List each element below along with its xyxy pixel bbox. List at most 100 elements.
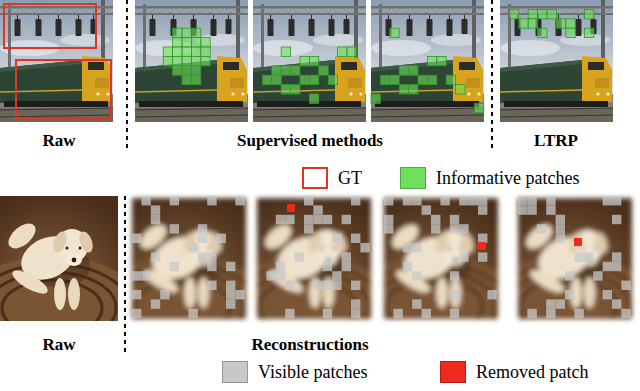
informative-patch [173, 66, 182, 75]
visible-patch [603, 290, 612, 299]
informative-patch [182, 47, 191, 56]
visible-patch [612, 215, 621, 224]
informative-patch [309, 94, 318, 103]
informative-patch [191, 56, 200, 65]
informative-patch [309, 56, 318, 65]
visible-patch [412, 271, 421, 280]
informative-patch [309, 75, 318, 84]
informative-patch [418, 75, 427, 84]
visible-patch [207, 252, 216, 261]
informative-patch [173, 38, 182, 47]
informative-patch [281, 66, 290, 75]
visible-patch [393, 309, 402, 318]
visible-patch [612, 252, 621, 261]
visible-patch [478, 252, 487, 261]
visible-patch [332, 281, 341, 290]
informative-patch [380, 75, 389, 84]
informative-patch [173, 56, 182, 65]
visible-patch [546, 196, 555, 205]
visible-patch [459, 252, 468, 261]
visible-patch [459, 224, 468, 233]
informative-patch [281, 85, 290, 94]
informative-patch [191, 66, 200, 75]
visible-patch [351, 299, 360, 308]
informative-patch [173, 47, 182, 56]
visible-patch [313, 205, 322, 214]
removed-patch [287, 204, 295, 212]
informative-patch [409, 66, 418, 75]
visible-patch [478, 205, 487, 214]
visible-patch [527, 196, 536, 205]
visible-patch [207, 262, 216, 271]
visible-patch [612, 196, 621, 205]
visible-patch [285, 281, 294, 290]
informative-patch [182, 75, 191, 84]
informative-patch [547, 9, 556, 18]
informative-patch [437, 56, 446, 65]
visible-patch [546, 299, 555, 308]
visible-patch [518, 205, 527, 214]
informative-patch [399, 66, 408, 75]
visible-patch [469, 196, 478, 205]
visible-patch [565, 290, 574, 299]
visible-patch [612, 299, 621, 308]
informative-patch [390, 28, 399, 37]
visible-patch [412, 243, 421, 252]
informative-patch [556, 19, 565, 28]
visible-patch [360, 243, 369, 252]
visible-patch [351, 281, 360, 290]
visible-patch [226, 281, 235, 290]
visible-patch [198, 234, 207, 243]
informative-patch [182, 66, 191, 75]
informative-patch [390, 75, 399, 84]
visible-patch [412, 196, 421, 205]
visible-patch [431, 215, 440, 224]
informative-patch [163, 56, 172, 65]
visible-patch [556, 234, 565, 243]
visible-patch [188, 243, 197, 252]
legend-swatch [400, 167, 426, 189]
visible-patch [384, 196, 393, 205]
visible-patch [342, 262, 351, 271]
visible-patch [574, 309, 583, 318]
visible-patch [132, 290, 141, 299]
visible-patch [226, 299, 235, 308]
visible-patch [266, 271, 275, 280]
visible-patch [478, 196, 487, 205]
legend-swatch [440, 361, 466, 383]
visible-patch [132, 271, 141, 280]
visible-patch [226, 262, 235, 271]
visible-patch [556, 299, 565, 308]
informative-patch [291, 85, 300, 94]
visible-patch [332, 234, 341, 243]
informative-patch [281, 47, 290, 56]
informative-patch [371, 94, 380, 103]
visible-patch [276, 262, 285, 271]
informative-patch [300, 75, 309, 84]
visible-patch [207, 281, 216, 290]
informative-patch [182, 56, 191, 65]
legend-swatch [302, 167, 328, 189]
visible-patch [141, 196, 150, 205]
informative-patch [566, 19, 575, 28]
visible-patch [170, 196, 179, 205]
visible-patch [478, 234, 487, 243]
visible-patch [198, 252, 207, 261]
visible-patch [403, 262, 412, 271]
legend-swatch [222, 361, 248, 383]
visible-patch [323, 215, 332, 224]
visible-patch [323, 262, 332, 271]
visible-patch [160, 290, 169, 299]
visible-patch [285, 309, 294, 318]
visible-patch [546, 309, 555, 318]
visible-patch [565, 271, 574, 280]
legend-text: Informative patches [436, 167, 579, 189]
visible-patch [132, 309, 141, 318]
visible-patch [450, 271, 459, 280]
visible-patch [537, 224, 546, 233]
informative-patch [173, 28, 182, 37]
visible-patch [226, 290, 235, 299]
visible-patch [384, 215, 393, 224]
visible-patch [151, 215, 160, 224]
